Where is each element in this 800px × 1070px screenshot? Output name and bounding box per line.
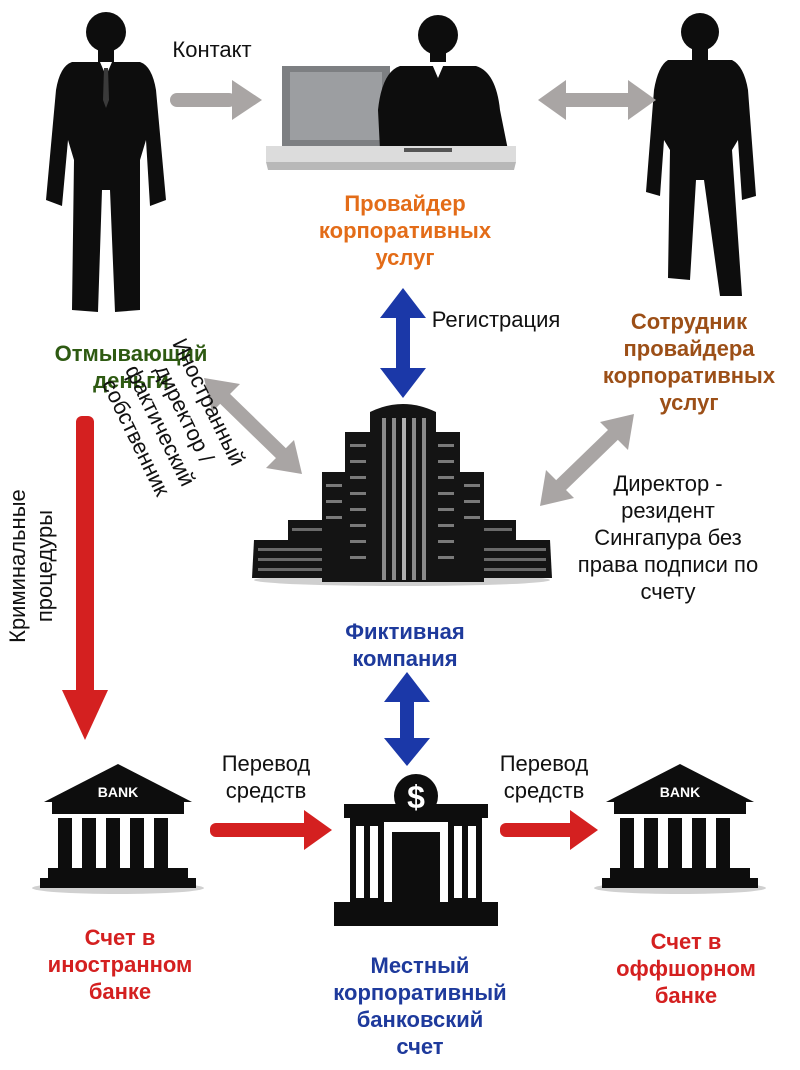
dollar-sign: $ [407,779,425,815]
provider-person-icon [266,15,516,170]
foreign-bank-sign: BANK [98,784,138,800]
transfer-right-arrow [500,810,598,850]
transfer-left-arrow [210,810,332,850]
provider-label: Провайдер корпоративных услуг [318,191,492,271]
foreign-account-label: Счет в иностранном банке [47,925,193,1005]
offshore-account-label: Счет в оффшорном банке [616,929,756,1009]
shell-company-building-icon [252,404,552,586]
foreign-bank-icon [32,764,204,894]
resident-director-label: Директор - резидент Сингапура без права … [577,471,759,605]
provider-employee-arrow [538,80,656,120]
launderer-label: Отмывающий деньги [54,341,208,394]
contact-label: Контакт [172,37,252,62]
offshore-bank-icon [594,764,766,894]
employee-company-arrow [549,423,625,497]
criminal-procedures-label: Криминальные процедуры [4,489,57,643]
transfer-left-label: Перевод средств [221,751,311,804]
criminal-proceeds-arrow [62,416,108,740]
launderer-company-arrow [211,385,295,467]
contact-arrow [170,80,262,120]
company-bank-arrow [384,672,430,766]
offshore-bank-sign: BANK [660,784,700,800]
registration-label: Регистрация [431,307,561,332]
employee-label: Сотрудник провайдера корпоративных услуг [602,309,776,416]
local-account-label: Местный корпоративный банковский счет [333,953,507,1060]
registration-arrow [380,288,426,398]
employee-person-icon [646,13,756,296]
local-bank-dollar-icon [334,774,498,926]
launderer-person-icon [46,12,166,312]
transfer-right-label: Перевод средств [499,751,589,804]
shell-company-label: Фиктивная компания [345,619,465,672]
